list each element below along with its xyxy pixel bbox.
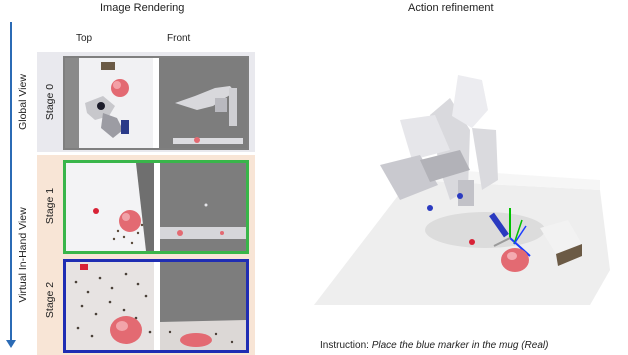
image-rendering-header: Image Rendering xyxy=(100,2,185,14)
action-refinement-header: Action refinement xyxy=(408,2,494,14)
pose-axes-icon xyxy=(493,208,531,257)
global-view-label: Global View xyxy=(17,74,29,130)
stage-0-label: Stage 0 xyxy=(44,83,56,121)
stage-2-frame xyxy=(63,259,249,353)
instruction-text: Place the blue marker in the mug (Real) xyxy=(371,340,549,351)
column-label-top: Top xyxy=(76,33,93,44)
stage-1-renders xyxy=(66,163,246,251)
virtual-in-hand-view-label: Virtual In-Hand View xyxy=(17,207,29,303)
stage-0-renders xyxy=(65,58,247,148)
stage-0-frame xyxy=(63,56,249,150)
stage-1-frame xyxy=(63,160,249,254)
column-label-front: Front xyxy=(167,33,191,44)
action-refinement-render xyxy=(314,75,610,305)
instruction-caption: Instruction: Place the blue marker in th… xyxy=(320,340,548,351)
view-axis-line xyxy=(10,22,12,342)
view-axis-arrow-icon xyxy=(6,340,16,348)
stage-1-label: Stage 1 xyxy=(44,187,56,225)
stage-2-renders xyxy=(66,262,246,350)
stage-2-label: Stage 2 xyxy=(44,281,56,319)
instruction-prefix: Instruction: xyxy=(320,340,372,351)
